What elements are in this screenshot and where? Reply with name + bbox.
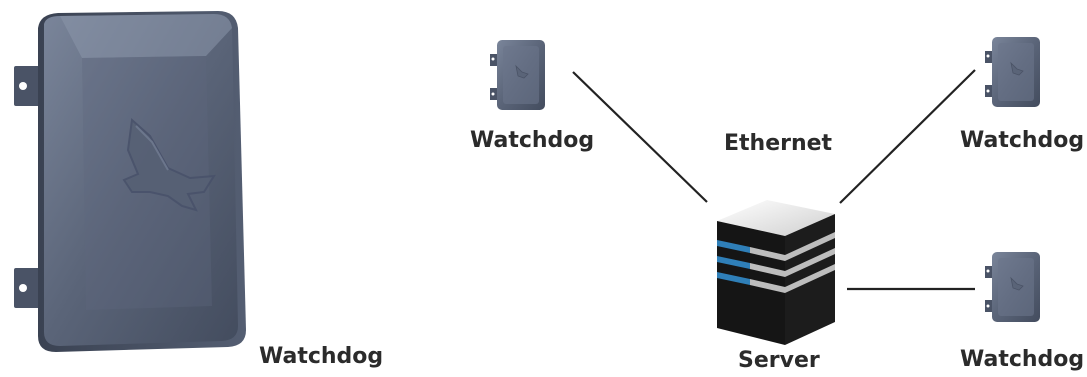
ethernet-label: Ethernet: [724, 131, 833, 156]
server-label: Server: [738, 348, 820, 373]
watchdog-device-bottom-right: [985, 251, 1041, 323]
main-watchdog-label: Watchdog: [259, 344, 384, 369]
server-icon: [717, 200, 835, 345]
watchdog-device-left: [490, 39, 546, 111]
watchdog-enclosure-large: [14, 11, 246, 352]
watchdog-bottom-right-label: Watchdog: [960, 347, 1085, 372]
watchdog-device-top-right: [985, 36, 1041, 108]
watchdog-top-right-label: Watchdog: [960, 128, 1085, 153]
link-left-to-server: [572, 71, 708, 203]
connection-lines: [572, 69, 976, 291]
watchdog-left-label: Watchdog: [470, 128, 595, 153]
link-top-right-to-server: [839, 69, 976, 204]
eagle-logo-icon: [122, 118, 216, 212]
